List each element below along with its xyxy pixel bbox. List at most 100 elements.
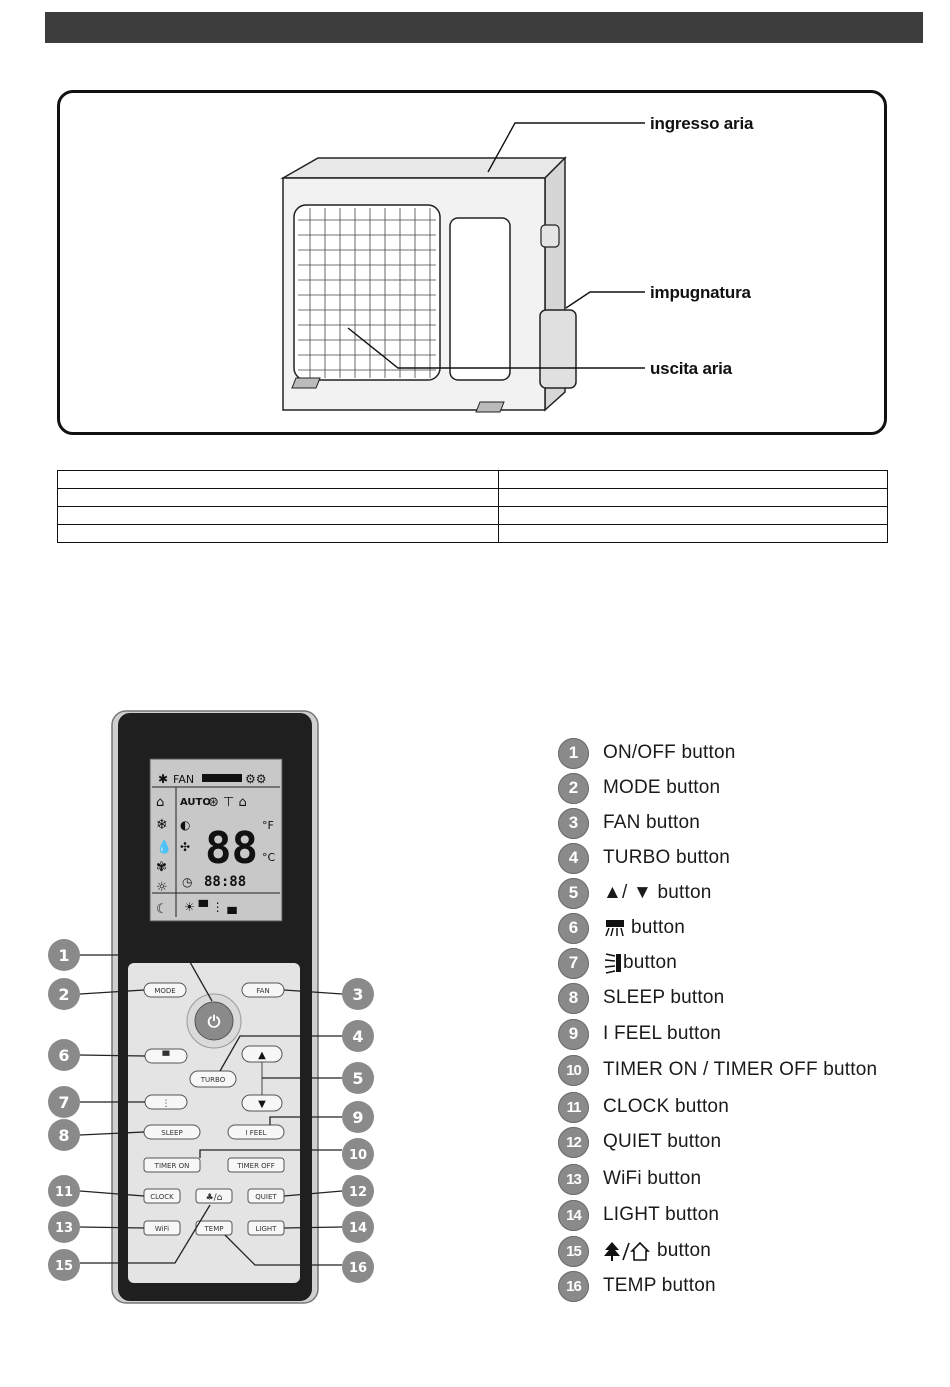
outdoor-unit-frame [57, 90, 887, 435]
leader-air-outlet [347, 327, 645, 369]
legend-item: 3 FAN button [558, 807, 700, 839]
callout-8 [48, 1119, 80, 1151]
callout-14-text: 14 [349, 1221, 367, 1236]
lcd-auto-mode-icon: ⌂ [156, 795, 164, 810]
quiet-button-label: QUIET [255, 1193, 277, 1201]
label-air-outlet: uscita aria [650, 359, 732, 378]
legend-number-badge: 12 [558, 1126, 589, 1158]
lcd-temperature-digits: 88 [205, 823, 258, 874]
unit-foot-left [291, 377, 321, 389]
legend-number-badge: 15 [558, 1235, 589, 1267]
callout-2 [48, 978, 80, 1010]
lcd-side-icons-2: ✣ [180, 840, 190, 854]
lcd-side-icons: ◐ [180, 818, 190, 832]
legend-number-badge: 5 [558, 877, 589, 909]
tree-house-button[interactable] [195, 1188, 233, 1204]
table-cell [498, 488, 888, 507]
ifeel-button-label: I FEEL [245, 1129, 266, 1137]
timer-on-label: TIMER ON [154, 1162, 190, 1170]
leader-handle [565, 291, 645, 309]
table-cell [498, 506, 888, 525]
table-cell [57, 506, 499, 525]
callout-12-text: 12 [349, 1185, 367, 1200]
legend-label: ON/OFF button [603, 742, 736, 763]
legend-number-badge: 11 [558, 1091, 589, 1123]
legend-item: 9 I FEEL button [558, 1018, 721, 1050]
lcd-bottom-icons: ☀ ▀ ⋮ ▄ [184, 899, 237, 914]
remote-control: ✱ FAN ⚙⚙ AUTO ⊛ ⊤ ⌂ ⌂ ❄ 💧 ✾ ☼ ☾ ◐ ✣ 88 °… [48, 710, 374, 1304]
callout-9 [342, 1101, 374, 1133]
callout-12 [342, 1175, 374, 1207]
legend-item: 1 ON/OFF button [558, 737, 735, 769]
legend-item: 2 MODE button [558, 772, 720, 804]
vertical-swing-icon: ⋮ [162, 1099, 171, 1109]
fan-grille [293, 204, 441, 381]
legend-number-badge: 8 [558, 982, 589, 1014]
timer-on-button[interactable] [143, 1157, 201, 1173]
legend-item: 13 WiFi button [558, 1163, 701, 1195]
legend-label: I FEEL button [603, 1023, 722, 1044]
ifeel-button[interactable] [227, 1124, 285, 1140]
callout-10 [342, 1138, 374, 1170]
legend-item: 8 SLEEP button [558, 982, 724, 1014]
table-cell [498, 524, 888, 543]
legend-number-badge: 13 [558, 1163, 589, 1195]
lcd-dry-icon: 💧 [156, 839, 172, 855]
legend-item: 6 button [558, 912, 685, 944]
legend-label: QUIET button [603, 1131, 722, 1152]
valve-cap [540, 224, 560, 248]
table-row [57, 470, 888, 489]
callout-11 [48, 1175, 80, 1207]
lcd-auto-label: AUTO [180, 797, 211, 808]
callout-7 [48, 1086, 80, 1118]
callout-15 [48, 1249, 80, 1281]
callout-16-text: 16 [349, 1261, 367, 1276]
lcd-unit-f: °F [262, 819, 274, 832]
callout-1-text: 1 [58, 946, 69, 965]
service-panel [449, 217, 511, 381]
outdoor-unit-illustration [280, 122, 645, 413]
tree-house-icon [604, 1241, 650, 1261]
legend-item: 7 button [558, 947, 677, 979]
callout-5 [342, 1062, 374, 1094]
lcd-icon-row: ⚙⚙ [245, 772, 267, 786]
lcd-clock-icon: ◷ [182, 875, 193, 889]
spec-table [57, 470, 888, 543]
callout-5-text: 5 [352, 1069, 363, 1088]
lcd-sleep-icon: ☾ [156, 902, 168, 917]
lcd-screen [149, 758, 283, 922]
turbo-button[interactable] [189, 1070, 237, 1088]
callout-15-text: 15 [55, 1259, 73, 1274]
table-cell [498, 470, 888, 489]
lcd-timer-digits: 88:88 [204, 874, 246, 890]
callout-leaders [79, 954, 343, 1266]
lcd-top-icons: ⊛ ⊤ ⌂ [208, 795, 247, 810]
header-bar [45, 12, 923, 43]
callout-14 [342, 1211, 374, 1243]
legend-number-badge: 2 [558, 772, 589, 804]
label-handle: impugnatura [650, 283, 751, 302]
callout-10-text: 10 [349, 1148, 367, 1163]
timer-off-button[interactable] [227, 1157, 285, 1173]
callout-2-text: 2 [58, 985, 69, 1004]
lcd-fan-mode-icon: ✾ [156, 860, 167, 875]
leader-air-inlet [487, 122, 645, 173]
legend-number-badge: 16 [558, 1270, 589, 1302]
mode-button-label: MODE [154, 987, 175, 995]
callout-9-text: 9 [352, 1108, 363, 1127]
callout-8-text: 8 [58, 1126, 69, 1145]
legend-label: TURBO button [603, 847, 731, 868]
timer-off-label: TIMER OFF [236, 1162, 274, 1170]
callout-4 [342, 1020, 374, 1052]
fan-button-label: FAN [256, 987, 269, 995]
swing-icon [605, 920, 624, 937]
arrow-up-icon: ▲ [258, 1050, 266, 1061]
legend-item: 15 button [558, 1235, 711, 1267]
legend-item: 16 TEMP button [558, 1270, 716, 1302]
legend-item: 10 TIMER ON / TIMER OFF button [558, 1054, 877, 1086]
arrow-down-icon: ▼ [258, 1099, 266, 1110]
lcd-fan-icon: ✱ [158, 772, 168, 786]
power-button[interactable] [194, 1001, 234, 1041]
callout-16 [342, 1251, 374, 1283]
legend-label: TEMP button [603, 1275, 716, 1296]
